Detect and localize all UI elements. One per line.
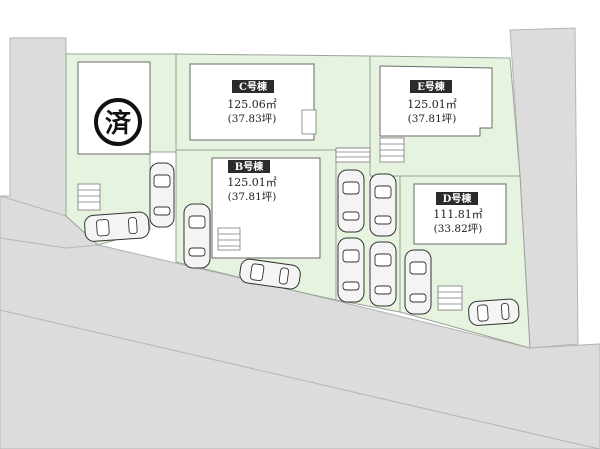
car-middle-1 (337, 169, 365, 233)
car-b-horizontal (239, 258, 301, 290)
steps-c (301, 109, 317, 135)
sold-stamp: 済 (94, 98, 142, 146)
lot-e-info[interactable]: E号棟 125.01㎡ (37.81坪) (407, 80, 457, 125)
sold-stamp-text: 済 (105, 108, 132, 139)
lot-c-area-m2: 125.06㎡ (227, 98, 277, 111)
lot-d-name: D号棟 (443, 192, 473, 205)
lot-c-badge (232, 80, 274, 93)
road-left (0, 37, 67, 249)
sold-stamp-ring (94, 98, 142, 146)
car-middle-4 (369, 241, 397, 307)
car-a-vertical (149, 162, 175, 228)
house-c-footprint (189, 63, 315, 141)
lot-d-badge (436, 192, 478, 205)
lot-d-info[interactable]: D号棟 111.81㎡ (33.82坪) (433, 192, 483, 235)
car-d-horizontal (468, 298, 520, 326)
lot-d-area-tsubo: (33.82坪) (434, 222, 483, 235)
lot-d-area-m2: 111.81㎡ (433, 208, 483, 221)
lot-b-name: B号棟 (235, 160, 264, 173)
lot-b-area-tsubo: (37.81坪) (228, 190, 277, 203)
lot-b-badge (228, 160, 270, 173)
steps-e (379, 137, 405, 163)
lot-e-name: E号棟 (417, 80, 446, 93)
lot-b-area-m2: 125.01㎡ (227, 176, 277, 189)
lot-e-badge (410, 80, 452, 93)
steps-a (77, 183, 101, 211)
lot-c-area-tsubo: (37.83坪) (228, 112, 277, 125)
lot-b-info[interactable]: B号棟 125.01㎡ (37.81坪) (227, 160, 277, 203)
car-middle-3 (337, 237, 365, 303)
lot-c-info[interactable]: C号棟 125.06㎡ (37.83坪) (227, 80, 277, 125)
road-bottom-inner (0, 237, 600, 449)
steps-middle (335, 147, 371, 163)
lot-e-area-tsubo: (37.81坪) (408, 112, 457, 125)
car-middle-2 (369, 173, 397, 237)
car-b-vertical (183, 203, 211, 269)
house-e-footprint (379, 65, 493, 137)
car-a-horizontal (84, 211, 150, 242)
lot-c-name: C号棟 (239, 80, 268, 93)
car-d-vertical (404, 249, 432, 315)
steps-b (217, 227, 241, 251)
lot-e-area-m2: 125.01㎡ (407, 98, 457, 111)
steps-d (437, 285, 463, 311)
